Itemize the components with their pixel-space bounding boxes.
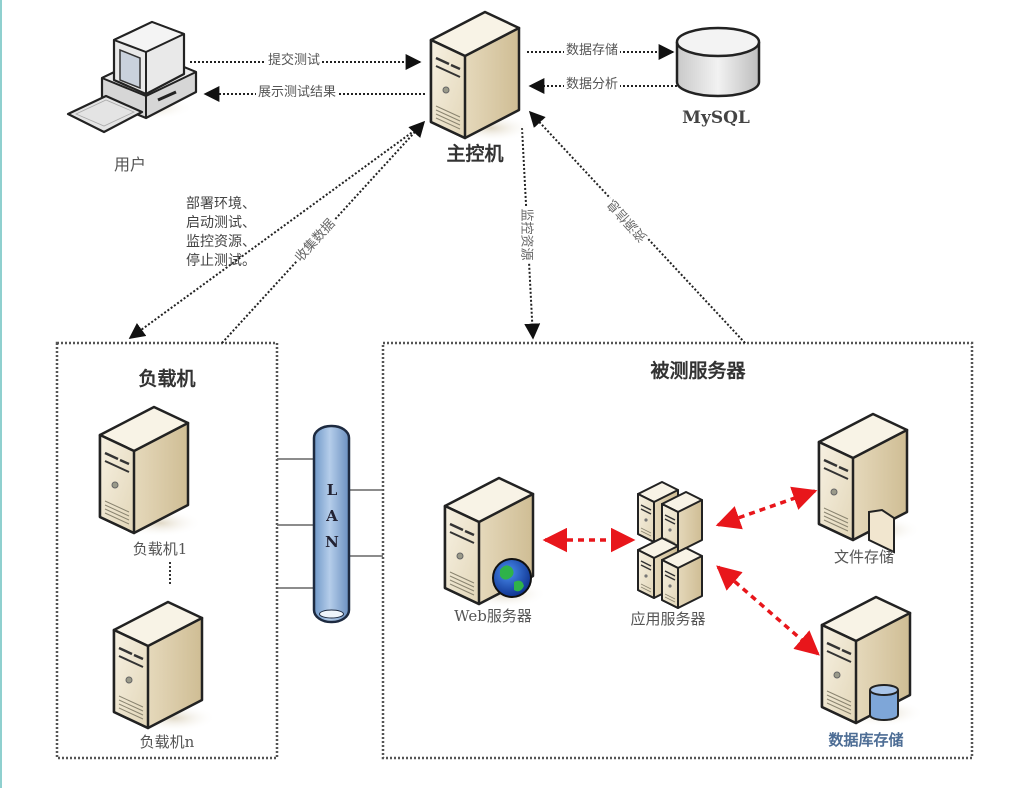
user-label: 用户 [113, 155, 147, 174]
app-database-link [716, 565, 820, 656]
app-file-link [715, 486, 818, 530]
database-storage-label: 数据库存储 [828, 731, 904, 749]
lan-letter-n: N [325, 533, 339, 551]
left-border-line [0, 0, 2, 788]
app-server-label: 应用服务器 [630, 610, 706, 628]
database-cylinder-icon [869, 684, 899, 721]
show-result-label: 展示测试结果 [256, 85, 339, 100]
load-machine-1-icon [98, 405, 204, 539]
lan-connectors [277, 458, 383, 589]
data-analysis-label: 数据分析 [564, 77, 621, 92]
target-servers-group-box [381, 341, 974, 760]
data-store-label: 数据存储 [564, 43, 621, 58]
target-group-title: 被测服务器 [650, 360, 746, 382]
web-server-label: Web服务器 [454, 607, 532, 625]
load-machine-n-icon [112, 600, 218, 734]
submit-test-label: 提交测试 [266, 53, 323, 68]
lan-letter-l: L [326, 481, 338, 499]
load-machines-group-box [55, 341, 279, 760]
lan-letter-a: A [326, 507, 338, 525]
globe-icon [492, 558, 532, 598]
control-commands-label: 部署环境、 启动测试、 监控资源、 停止测试。 [186, 196, 256, 269]
control-commands-arrow [128, 127, 419, 339]
mysql-label: MySQL [682, 108, 750, 128]
monitor-resources-label: 监控资源 [518, 206, 538, 263]
mysql-database-icon [675, 26, 761, 98]
lan-bus-icon [312, 424, 351, 624]
user-computer-icon [66, 20, 198, 134]
load-machine-n-label: 负载机n [139, 733, 195, 751]
master-label: 主控机 [446, 143, 504, 165]
folder-icon [868, 508, 895, 554]
file-storage-label: 文件存储 [833, 548, 895, 566]
app-server-cluster-icon [637, 481, 703, 609]
load-machine-1-label: 负载机1 [132, 540, 188, 558]
master-server-icon [429, 10, 535, 144]
load-group-title: 负载机 [138, 368, 196, 390]
lan-label: L A N [322, 477, 342, 555]
